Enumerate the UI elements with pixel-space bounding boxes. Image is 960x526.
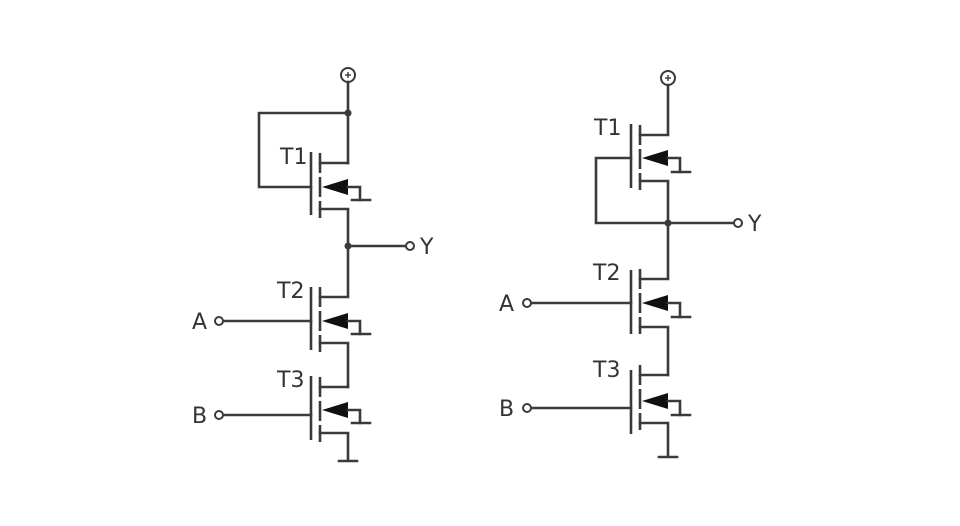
input-a-label: A bbox=[499, 292, 514, 317]
t2-label: T2 bbox=[276, 279, 304, 304]
input-a-terminal bbox=[214, 316, 224, 326]
left-circuit: T1 T2 T3 A B Y bbox=[192, 67, 434, 463]
transistor-t2 bbox=[309, 244, 372, 389]
right-circuit: T1 T2 T3 A B Y bbox=[499, 70, 762, 459]
t1-body-arrow bbox=[322, 179, 348, 195]
input-a-label: A bbox=[192, 310, 207, 335]
transistor-t2 bbox=[629, 221, 692, 377]
output-y-label: Y bbox=[747, 212, 762, 237]
t3-label: T3 bbox=[592, 358, 620, 383]
output-y-label: Y bbox=[419, 235, 434, 260]
t3-body-arrow bbox=[322, 402, 348, 418]
transistor-t1 bbox=[629, 83, 692, 225]
transistor-t3 bbox=[309, 376, 372, 462]
t2-body-arrow bbox=[322, 313, 348, 329]
t1-gate-feedback-wire bbox=[594, 156, 670, 225]
input-a-terminal bbox=[522, 298, 532, 308]
input-b-label: B bbox=[499, 397, 514, 422]
transistor-t3 bbox=[629, 365, 692, 458]
t2-body-arrow bbox=[642, 295, 668, 311]
t1-label: T1 bbox=[279, 145, 307, 170]
junction-dot bbox=[344, 109, 352, 117]
t1-gate-feedback-wire bbox=[257, 111, 350, 189]
input-b-terminal bbox=[214, 410, 224, 420]
t1-label: T1 bbox=[593, 116, 621, 141]
t1-body-arrow bbox=[642, 150, 668, 166]
supply-terminal bbox=[660, 70, 676, 86]
input-b-label: B bbox=[192, 404, 207, 429]
t3-body-arrow bbox=[642, 393, 668, 409]
t3-label: T3 bbox=[276, 368, 304, 393]
supply-terminal bbox=[340, 67, 356, 83]
output-terminal bbox=[405, 241, 415, 251]
t2-label: T2 bbox=[592, 261, 620, 286]
output-terminal bbox=[733, 218, 743, 228]
input-b-terminal bbox=[522, 403, 532, 413]
transistor-t1 bbox=[309, 111, 372, 248]
